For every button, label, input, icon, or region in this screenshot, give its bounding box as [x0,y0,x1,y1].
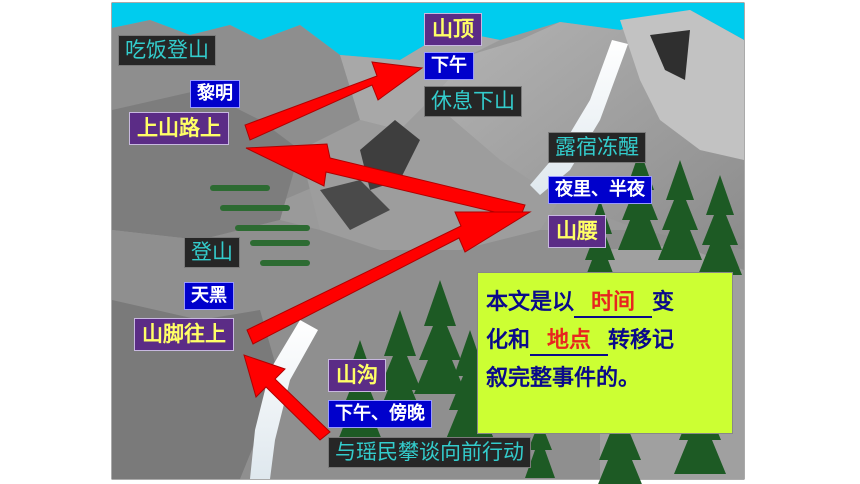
arrow-to-summit [244,61,424,141]
summary-text: 本文是以 [486,290,575,315]
label-liming: 黎明 [190,80,240,108]
label-lusu-dongxing: 露宿冻醒 [548,132,646,163]
summary-box: 本文是以时间变 化和地点转移记 叙完整事件的。 [477,272,733,434]
label-dengshan: 登山 [184,237,240,268]
arrow-to-foot [243,354,331,441]
summary-line-2: 化和地点转移记 [486,325,726,363]
summary-line-3: 叙完整事件的。 [486,363,726,401]
arrow-to-mountainside [246,211,532,345]
label-shanlu-shang: 上山路上 [129,112,229,145]
label-yeli-banye: 夜里、半夜 [548,176,652,204]
answer-blank-time: 时间 [574,290,653,318]
label-xiuxi-xiashan: 休息下山 [424,86,522,117]
summary-text: 叙完整事件的。 [486,366,641,391]
label-chifan-dengshan: 吃饭登山 [118,35,216,66]
waterfall-right [530,40,628,195]
label-tianhei: 天黑 [184,282,234,310]
label-xiawu-bangwan: 下午、傍晚 [328,400,432,428]
route-arrows [243,61,532,441]
label-shanyao: 山腰 [548,215,606,248]
summary-text: 化和 [486,328,531,353]
summary-line-1: 本文是以时间变 [486,287,726,325]
pine-trees [338,150,742,484]
label-shangou: 山沟 [328,359,386,392]
summary-text: 变 [652,290,675,315]
summary-text: 转移记 [608,328,675,353]
label-shanjiao-wangshang: 山脚往上 [134,318,234,351]
label-yu-yaomin: 与瑶民攀谈向前行动 [328,437,531,468]
label-xiawu-top: 下午 [424,52,474,80]
label-shanding: 山顶 [424,13,482,46]
answer-blank-place: 地点 [530,328,609,356]
arrow-to-mountain-road [245,143,526,219]
